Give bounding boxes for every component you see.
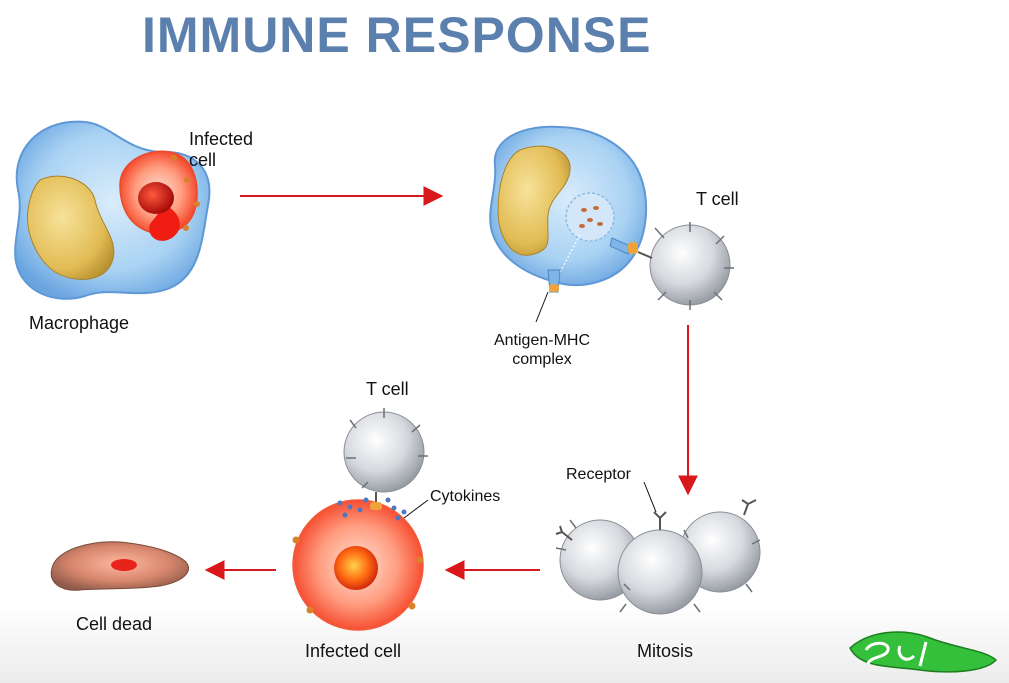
label-infected-cell-top-line2: cell (189, 150, 217, 170)
t-cell-top (637, 222, 734, 310)
infected-cell-engulfed (119, 150, 200, 241)
mitosis-cells (555, 511, 761, 615)
infected-cell-target (292, 499, 424, 631)
label-antigen-mhc-line2: complex (512, 351, 572, 368)
cytokines (337, 497, 429, 521)
dead-cell (50, 541, 189, 591)
label-antigen-mhc: Antigen-MHC complex (482, 331, 602, 369)
receptor (555, 481, 757, 541)
scishow-logo (849, 631, 998, 673)
bottom-gradient (0, 603, 1009, 683)
label-infected-cell-top: Infected cell (189, 129, 253, 171)
antigen-mhc-complex (535, 234, 638, 323)
label-antigen-mhc-line1: Antigen-MHC (493, 332, 591, 349)
label-cytokines: Cytokines (430, 488, 501, 505)
antigen-presenting-cell (489, 125, 648, 286)
label-receptor: Receptor (566, 466, 631, 483)
label-macrophage: Macrophage (29, 313, 130, 333)
label-mitosis: Mitosis (637, 641, 694, 661)
t-cell-bottom (343, 408, 428, 506)
label-infected-cell-bottom: Infected cell (305, 641, 402, 661)
label-t-cell-top: T cell (696, 189, 739, 209)
label-cell-dead: Cell dead (76, 614, 153, 634)
label-infected-cell-top-line1: Infected (189, 129, 254, 149)
page-title: IMMUNE RESPONSE (142, 7, 652, 63)
label-t-cell-bottom: T cell (366, 379, 409, 399)
